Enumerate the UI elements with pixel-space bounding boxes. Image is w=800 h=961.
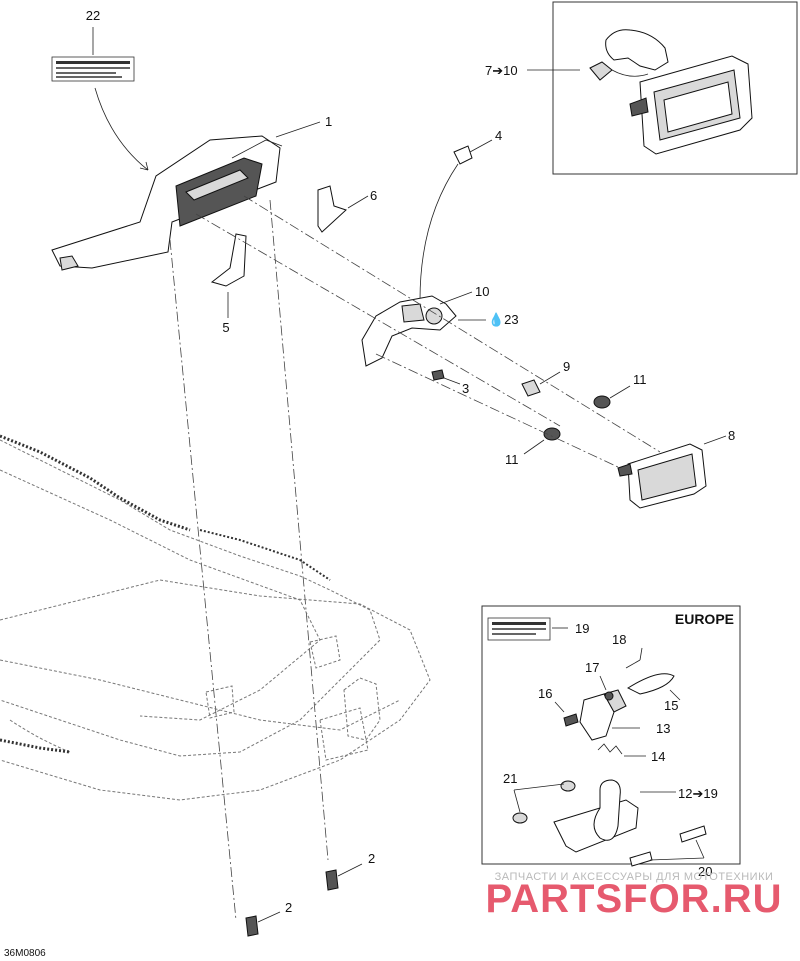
screw-part-2-upper — [325, 863, 363, 891]
callout-17: 17 — [585, 660, 599, 675]
callout-14: 14 — [651, 749, 665, 764]
callout-22: 22 — [86, 8, 100, 23]
screw-part-3 — [431, 369, 461, 385]
watermark-brand: PARTSFOR.RU — [486, 877, 783, 921]
callout-1: 1 — [325, 114, 332, 129]
europe-title: EUROPE — [675, 611, 734, 627]
screw-part-2-lower — [245, 911, 281, 937]
callout-8: 8 — [728, 428, 735, 443]
cowl-part-1 — [51, 121, 321, 271]
watermark-tagline: ЗАПЧАСТИ И АКСЕССУАРЫ ДЛЯ МОТОТЕХНИКИ — [495, 871, 774, 883]
callouts: 22 1 4 6 5 10 💧23 3 9 11 11 8 7➔10 19 18… — [86, 8, 735, 915]
alignment-lines — [169, 195, 661, 921]
callout-6: 6 — [370, 188, 377, 203]
callout-13: 13 — [656, 721, 670, 736]
inset-europe: EUROPE — [481, 605, 741, 867]
bracket-part-6 — [317, 185, 369, 233]
callout-2-upper: 2 — [368, 851, 375, 866]
callout-18: 18 — [612, 632, 626, 647]
bulb-part-9 — [521, 371, 561, 397]
callout-15: 15 — [664, 698, 678, 713]
callout-3: 3 — [462, 381, 469, 396]
diagram-code: 36M0806 — [4, 948, 46, 959]
bulb-part-4 — [419, 139, 493, 301]
adjuster-bracket-part-10 — [361, 291, 486, 367]
callout-19: 19 — [575, 621, 589, 636]
grommet-part-11-upper — [593, 385, 631, 409]
callout-2-lower: 2 — [285, 900, 292, 915]
callout-10: 10 — [475, 284, 489, 299]
watermark: ЗАПЧАСТИ И АКСЕССУАРЫ ДЛЯ МОТОТЕХНИКИ PA… — [486, 871, 783, 921]
callout-21: 21 — [503, 771, 517, 786]
bracket-part-5 — [210, 233, 247, 318]
vehicle-frame — [0, 434, 431, 801]
callout-11-upper: 11 — [633, 372, 647, 387]
callout-23: 💧23 — [488, 312, 519, 327]
callout-5: 5 — [222, 320, 229, 335]
inset-light-assembly — [527, 1, 798, 175]
callout-4: 4 — [495, 128, 502, 143]
callout-16: 16 — [538, 686, 552, 701]
lamp-part-8 — [617, 435, 727, 509]
callout-20: 20 — [698, 864, 712, 879]
callout-7-to-10: 7➔10 — [485, 63, 518, 78]
decal-part-22 — [51, 27, 149, 171]
grommet-part-11-lower — [523, 427, 561, 455]
callout-11-lower: 11 — [505, 452, 519, 467]
callout-9: 9 — [563, 359, 570, 374]
callout-12-to-19: 12➔19 — [678, 786, 718, 801]
